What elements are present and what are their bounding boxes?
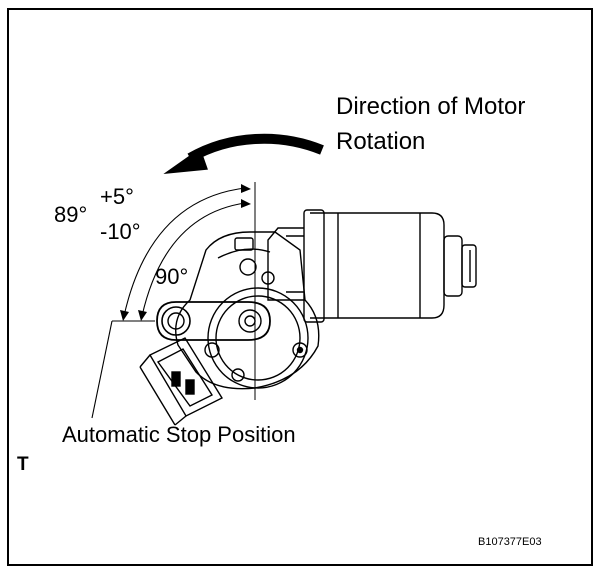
stop-position-leader: [91, 320, 155, 419]
wiper-motor-icon: [139, 209, 477, 426]
angle-89-label: 89°: [54, 202, 88, 227]
dimension-arc-90: [138, 199, 251, 321]
diagram-frame: [7, 8, 593, 566]
stop-position-label: Automatic Stop Position: [62, 422, 296, 447]
direction-label-line2: Rotation: [336, 128, 426, 155]
rotation-arrow-icon: [163, 133, 324, 174]
figure-code: B107377E03: [478, 536, 542, 548]
corner-mark: T: [17, 454, 29, 475]
dimension-arc-89: [120, 184, 251, 321]
angle-minus10-label: -10°: [100, 219, 141, 244]
angle-plus5-label: +5°: [100, 184, 134, 209]
direction-label-line1: Direction of Motor: [336, 93, 526, 120]
angle-90-label: 90°: [155, 264, 189, 289]
